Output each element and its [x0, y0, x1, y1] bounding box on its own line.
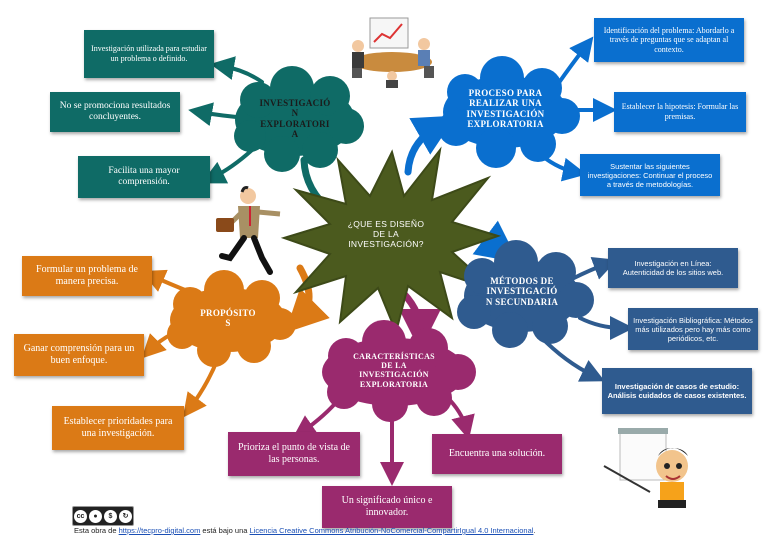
- metodos-title: MÉTODOS DE INVESTIGACIÓ N SECUNDARIA: [485, 276, 559, 307]
- cloud-proposito: [167, 270, 296, 367]
- proposito-title: PROPÓSITO S: [200, 308, 256, 329]
- metodos-item-2: Investigación Bibliográfica: Métodos más…: [628, 308, 758, 350]
- running-businessman-illustration: [216, 186, 281, 275]
- license-link[interactable]: Licencia Creative Commons Atribución-NoC…: [249, 526, 534, 535]
- site-link[interactable]: https://tecpro-digital.com: [118, 526, 201, 535]
- proceso-title: PROCESO PARA REALIZAR UNA INVESTIGACIÓN …: [466, 88, 545, 130]
- license-footer: Esta obra de https://tecpro-digital.com …: [74, 526, 536, 535]
- footer-prefix: Esta obra de: [74, 526, 119, 535]
- by-icon: ●: [89, 509, 102, 523]
- presenter-illustration: [603, 428, 688, 508]
- cloud-exploratoria: [234, 66, 364, 172]
- proposito-item-2: Ganar comprensión para un buen enfoque.: [14, 334, 144, 376]
- cc-icon: cc: [74, 509, 87, 523]
- meeting-illustration: [352, 17, 434, 88]
- exploratoria-item-2: No se promociona resultados concluyentes…: [50, 92, 180, 132]
- creative-commons-badge[interactable]: cc ● $ ↻: [72, 506, 134, 526]
- exploratoria-item-1: Investigación utilizada para estudiar un…: [84, 30, 214, 78]
- caracteristicas-title: CARACTERÍSTICAS DE LA INVESTIGACIÓN EXPL…: [353, 352, 435, 389]
- cloud-metodos: [457, 240, 594, 348]
- cloud-proceso: [438, 56, 580, 168]
- footer-suffix: .: [533, 526, 536, 535]
- footer-middle: está bajo una: [200, 526, 250, 535]
- nc-icon: $: [104, 509, 117, 523]
- proceso-item-3: Sustentar las siguientes investigaciones…: [580, 154, 720, 196]
- center-title: ¿QUE ES DISEÑO DE LA INVESTIGACIÓN?: [347, 219, 425, 249]
- proceso-item-2: Establecer la hipotesis: Formular las pr…: [614, 92, 746, 132]
- sa-icon: ↻: [119, 509, 132, 523]
- caracteristicas-item-2: Encuentra una solución.: [432, 434, 562, 474]
- proposito-item-1: Formular un problema de manera precisa.: [22, 256, 152, 296]
- proposito-item-3: Establecer prioridades para una investig…: [52, 406, 184, 450]
- caracteristicas-item-1: Prioriza el punto de vista de las person…: [228, 432, 360, 476]
- metodos-item-1: Investigación en Línea: Autenticidad de …: [608, 248, 738, 288]
- exploratoria-title: INVESTIGACIÓ N EXPLORATORI A: [259, 98, 331, 140]
- cloud-caracteristicas: [322, 320, 476, 422]
- exploratoria-item-3: Facilita una mayor comprensión.: [78, 156, 210, 198]
- proceso-item-1: Identificación del problema: Abordarlo a…: [594, 18, 744, 62]
- metodos-item-3: Investigación de casos de estudio: Análi…: [602, 368, 752, 414]
- caracteristicas-item-3: Un significado único e innovador.: [322, 486, 452, 528]
